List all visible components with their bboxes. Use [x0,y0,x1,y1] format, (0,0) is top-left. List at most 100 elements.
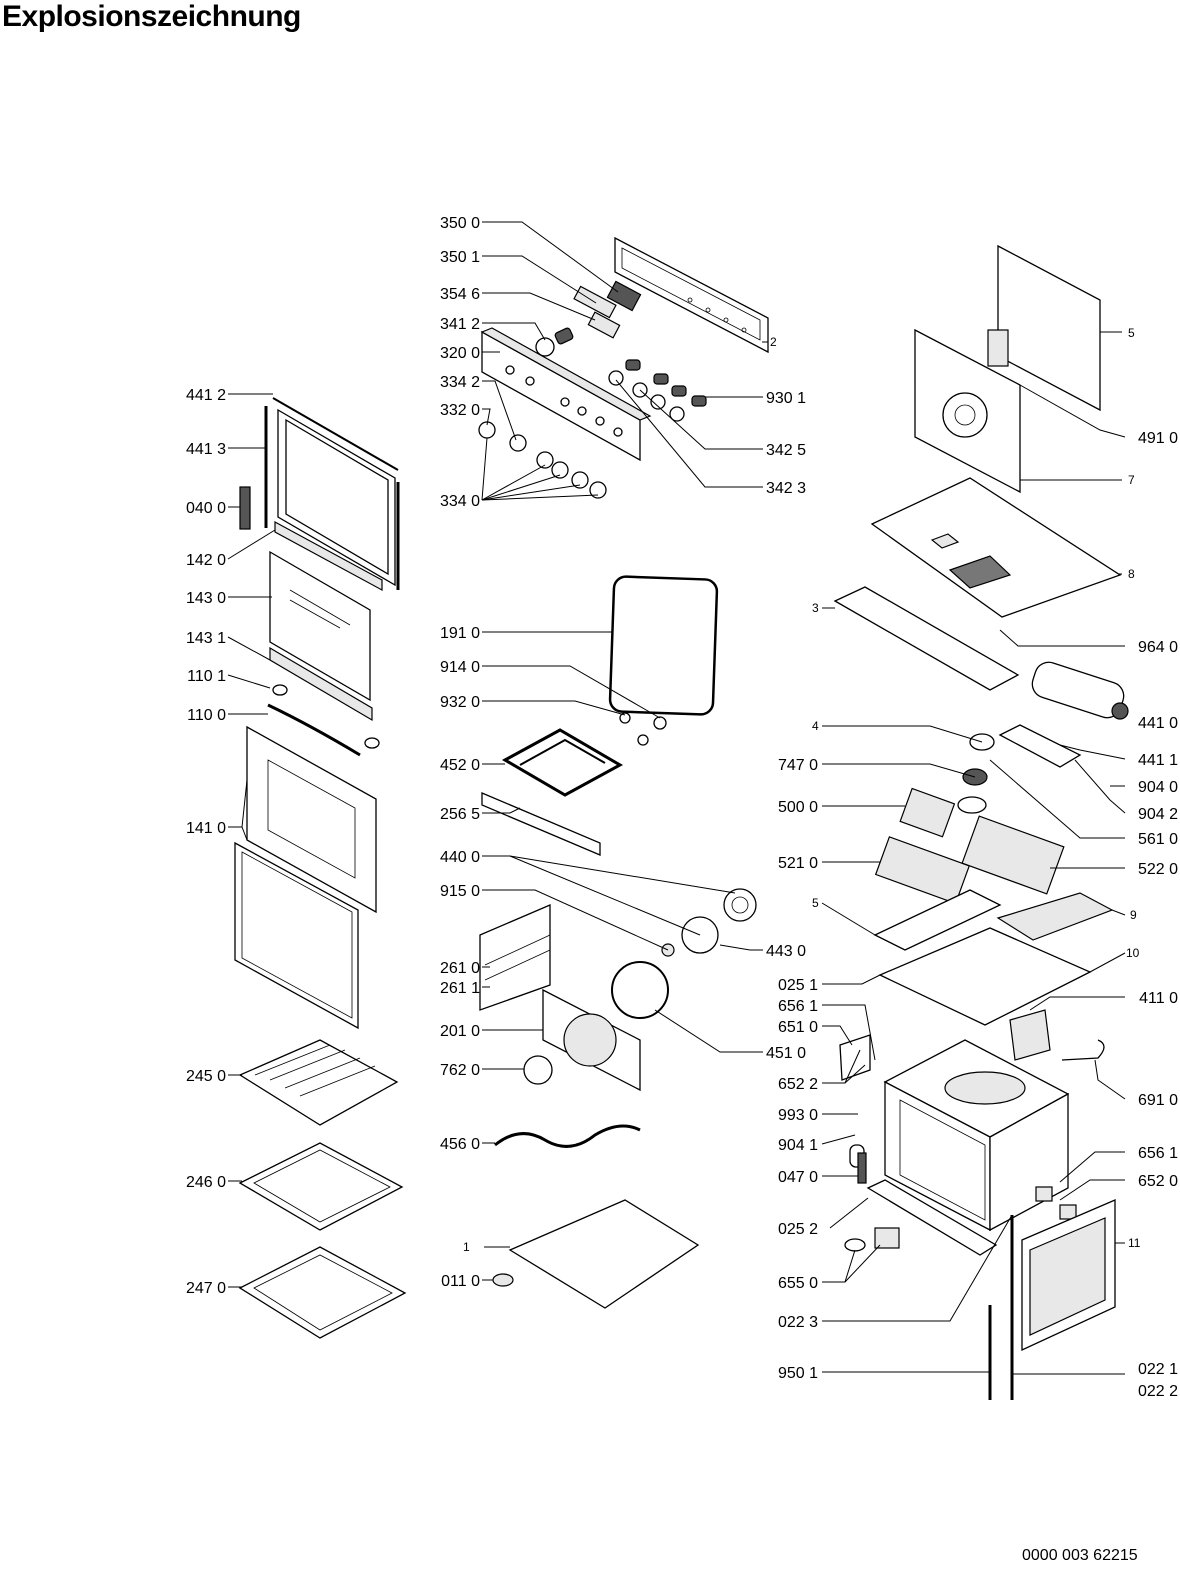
fan-cover [523,961,669,1092]
connector-strip [998,724,1082,768]
part-label: 655 0 [778,1275,818,1292]
part-label: 110 0 [187,707,226,724]
part-label: 141 0 [186,820,226,837]
part-label: 441 0 [1138,715,1178,732]
tangential-fan [1031,661,1129,720]
callout-number: 9 [1130,908,1137,922]
part-label: 651 0 [778,1019,818,1036]
part-label: 354 6 [440,286,480,303]
part-label: 011 0 [441,1273,480,1290]
bottom-plate [508,1199,700,1309]
callout-number: 5 [812,896,819,910]
part-label: 047 0 [778,1169,818,1186]
page-title: Explosionszeichnung [2,0,301,33]
part-label: 993 0 [778,1107,818,1124]
part-label: 025 2 [778,1221,818,1238]
control-panel-rear [573,236,769,354]
part-label: 904 2 [1138,806,1178,823]
callout-number: 3 [812,601,819,615]
part-label: 561 0 [1138,831,1178,848]
part-label: 025 1 [778,977,818,994]
part-label: 932 0 [440,694,480,711]
part-label: 022 2 [1138,1383,1178,1400]
callout-number: 10 [1126,946,1140,960]
oven-cavity [849,1039,1070,1232]
shelf-supports [479,904,551,1011]
part-label: 521 0 [778,855,818,872]
part-label: 022 3 [778,1314,818,1331]
callout-number: 2 [770,335,777,349]
door-seal [608,575,719,716]
part-label: 652 2 [778,1076,818,1093]
base-components [873,889,1114,1061]
part-label: 341 2 [440,316,480,333]
part-label: 332 0 [440,402,480,419]
part-label: 334 0 [440,493,480,510]
part-label: 256 5 [440,806,480,823]
callout-number: 11 [1128,1236,1141,1250]
part-label: 522 0 [1138,861,1178,878]
part-label: 191 0 [440,625,480,642]
knobs [478,327,707,499]
door-frame [239,397,400,592]
part-label: 656 1 [778,998,818,1015]
part-label: 022 1 [1138,1361,1178,1378]
motor-components [874,733,1065,905]
part-label: 441 3 [186,441,226,458]
top-cover [870,477,1122,618]
inner-glass [267,550,380,757]
part-label: 904 0 [1138,779,1178,796]
part-label: 342 3 [766,480,806,497]
part-label: 452 0 [440,757,480,774]
door-front-panels [234,725,377,1030]
part-label: 456 0 [440,1136,480,1153]
part-label-group: 350 0 350 1 354 6 341 2 320 0 334 2 332 … [186,215,1178,1400]
part-label: 247 0 [186,1280,226,1297]
lower-heater [494,1124,641,1148]
rear-panel [914,244,1101,494]
switch-unit [839,1034,871,1081]
part-label: 142 0 [186,552,226,569]
part-label: 451 0 [766,1045,806,1062]
part-label: 110 1 [187,668,226,685]
grill-element [481,712,667,856]
part-label: 261 0 [440,960,480,977]
foot [492,1273,514,1287]
callout-number: 8 [1128,567,1135,581]
part-label: 491 0 [1138,430,1178,447]
trim-strip [866,1179,998,1256]
callout-number: 7 [1128,473,1135,487]
insulation-plate [833,586,1020,691]
document-number: 0000 003 62215 [1022,1547,1138,1564]
part-label: 342 5 [766,442,806,459]
racks-trays [238,1039,407,1339]
leader-lines [227,221,1126,1375]
callout-number: 5 [1128,326,1135,340]
part-label: 747 0 [778,757,818,774]
part-label: 950 1 [778,1365,818,1382]
callout-number: 1 [463,1240,470,1254]
part-label: 762 0 [440,1062,480,1079]
part-label: 440 0 [440,849,480,866]
part-label: 443 0 [766,943,806,960]
part-label: 201 0 [440,1023,480,1040]
part-label: 914 0 [440,659,480,676]
part-label: 246 0 [186,1174,226,1191]
part-label: 964 0 [1138,639,1178,656]
part-label: 652 0 [1138,1173,1178,1190]
part-label: 691 0 [1138,1092,1178,1109]
control-panel-front [480,327,652,462]
lamp-assembly [844,1186,1077,1252]
part-label: 350 0 [440,215,480,232]
part-label: 143 0 [186,590,226,607]
part-label: 500 0 [778,799,818,816]
part-label: 334 2 [440,374,480,391]
part-label: 930 1 [766,390,806,407]
side-door-panel [988,1199,1116,1400]
part-label: 411 0 [1139,990,1178,1007]
part-drawings [234,236,1129,1400]
part-label: 904 1 [778,1137,818,1154]
part-label: 656 1 [1138,1145,1178,1162]
part-label: 245 0 [186,1068,226,1085]
convection-fan [661,888,757,957]
